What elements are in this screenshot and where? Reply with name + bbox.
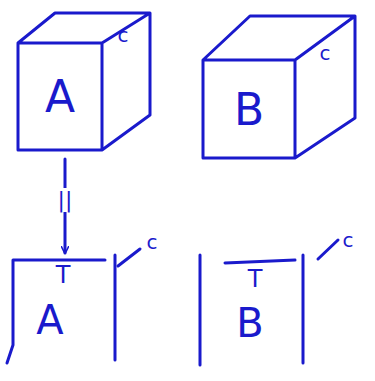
matrix-letter: B [236, 303, 263, 343]
cube-shape: Ac [10, 5, 160, 155]
dimension-letter: c [343, 230, 354, 250]
slash-mark [118, 249, 140, 266]
dimension-letter: c [320, 43, 331, 63]
slash-mark [318, 240, 338, 259]
equals-sign: || [57, 188, 74, 212]
dimension-letter: c [118, 25, 129, 45]
shape-outline [10, 5, 160, 155]
superscript: T [56, 263, 71, 287]
matrix-letter: A [36, 300, 63, 340]
square-shape: AT [5, 245, 125, 370]
dimension-letter: c [147, 232, 158, 252]
square-shape: BT [195, 245, 315, 370]
matrix-letter: B [234, 88, 264, 132]
superscript: T [248, 267, 263, 291]
cube-shape: Bc [195, 8, 365, 168]
shape-outline [195, 8, 365, 168]
matrix-letter: A [45, 75, 75, 119]
